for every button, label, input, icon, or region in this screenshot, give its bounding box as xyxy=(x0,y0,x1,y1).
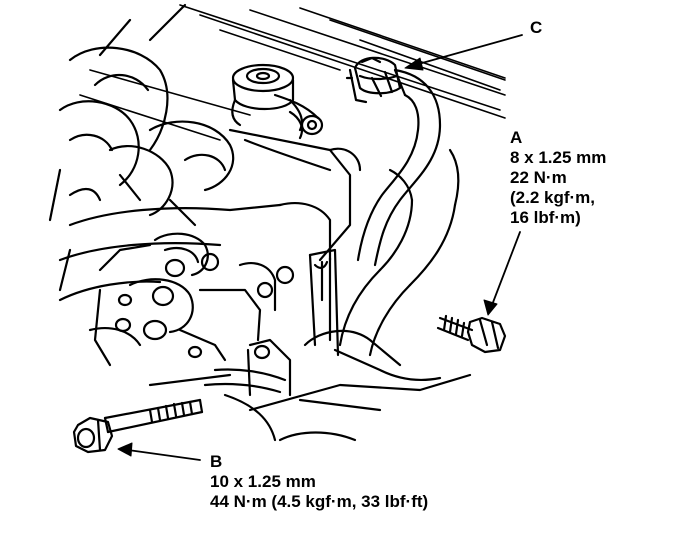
callout-b-size: 10 x 1.25 mm xyxy=(210,472,316,491)
engine-block-hatching xyxy=(79,4,506,141)
bolt-a xyxy=(436,314,507,354)
callout-b-letter: B xyxy=(210,452,223,471)
cylinder-head xyxy=(58,128,362,302)
leader-c xyxy=(414,34,523,66)
callout-a-size: 8 x 1.25 mm xyxy=(510,148,607,167)
arrowhead-a xyxy=(483,299,498,316)
callout-a-torque-kgf: (2.2 kgf·m, xyxy=(510,188,596,207)
callout-c-letter: C xyxy=(530,18,543,37)
bolt-b xyxy=(72,398,204,454)
callout-a: A 8 x 1.25 mm 22 N·m (2.2 kgf·m, 16 lbf·… xyxy=(510,128,606,228)
callout-a-torque: 22 N·m xyxy=(510,168,567,187)
lower-bracket-b xyxy=(148,338,472,442)
callout-a-letter: A xyxy=(510,128,523,147)
lower-hose xyxy=(303,148,460,367)
callout-a-torque-lbf: 16 lbf·m) xyxy=(510,208,581,227)
intake-runners xyxy=(58,3,235,227)
water-hose-c xyxy=(356,68,442,267)
arrowhead-c xyxy=(404,57,424,71)
leader-a xyxy=(491,231,521,306)
callout-c: C xyxy=(530,18,542,38)
hose-clamp-c xyxy=(345,56,402,104)
throttle-body xyxy=(231,63,324,140)
callout-b: B 10 x 1.25 mm 44 N·m (4.5 kgf·m, 33 lbf… xyxy=(210,452,428,512)
callout-b-torque: 44 N·m (4.5 kgf·m, 33 lbf·ft) xyxy=(210,492,429,511)
engine-fittings-left xyxy=(48,168,295,367)
arrowhead-b xyxy=(117,442,133,457)
leader-b xyxy=(127,449,201,461)
mounting-bracket-a xyxy=(308,248,340,357)
